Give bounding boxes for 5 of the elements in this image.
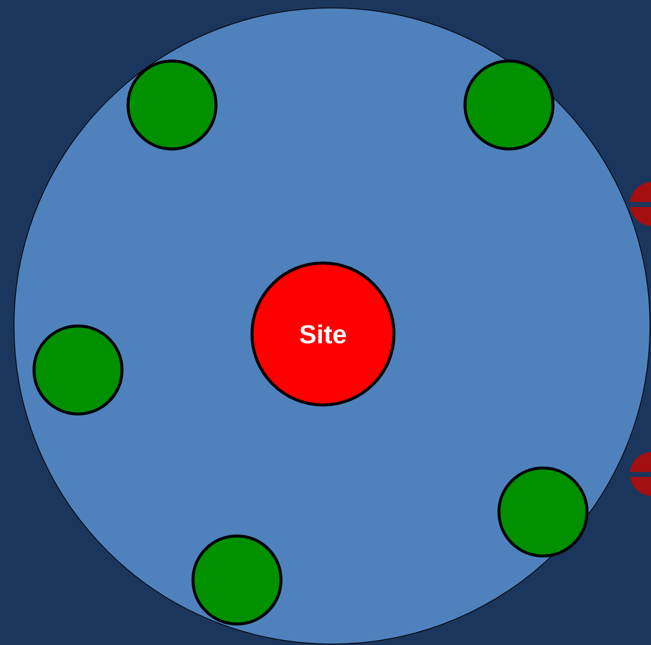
small-circle <box>126 60 218 150</box>
small-circle <box>464 60 554 150</box>
small-circle <box>192 534 282 626</box>
small-circle <box>32 324 124 416</box>
small-circle <box>498 466 588 558</box>
